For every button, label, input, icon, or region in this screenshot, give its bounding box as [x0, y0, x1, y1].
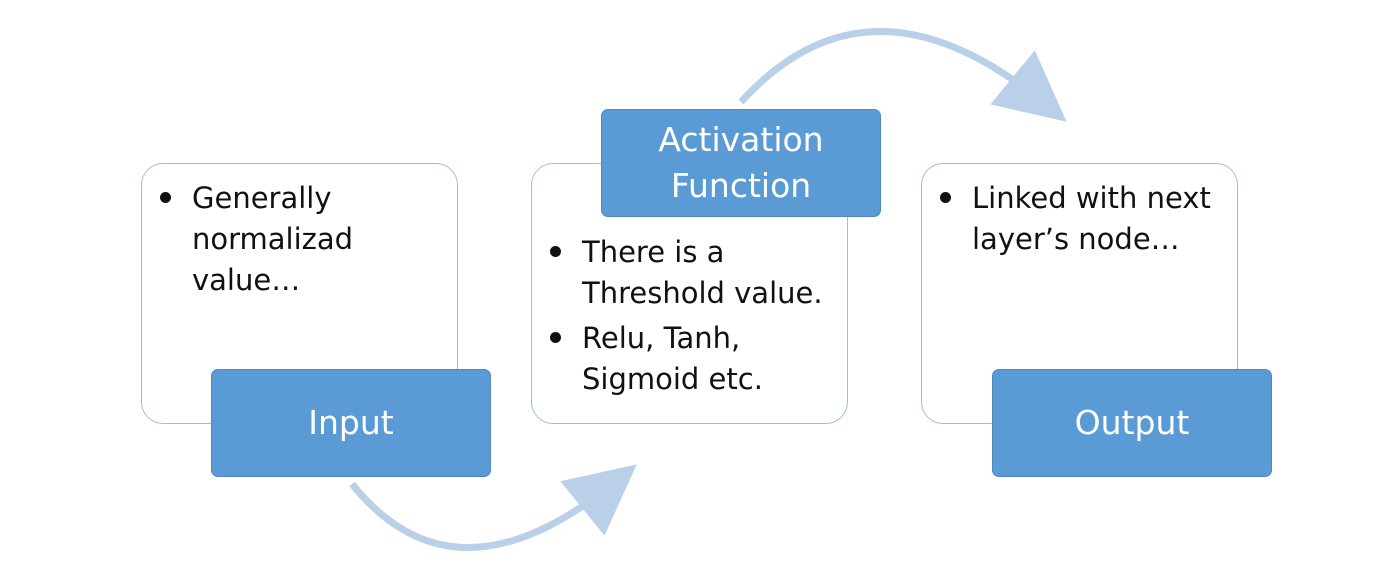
output-bullet-1: Linked with next layer’s node… — [928, 178, 1233, 260]
bullet-text: Linked with next layer’s node… — [972, 181, 1211, 256]
activation-title: Activation Function — [658, 120, 824, 205]
activation-bullet-1: There is a Threshold value. — [538, 232, 843, 314]
bullet-dot-icon — [550, 332, 561, 343]
bullet-dot-icon — [550, 246, 561, 257]
activation-title-box: Activation Function — [601, 109, 881, 217]
output-title: Output — [1074, 403, 1190, 442]
bullet-text: Relu, Tanh, Sigmoid etc. — [582, 321, 763, 396]
input-bullet-1: Generally normalizad value… — [148, 178, 448, 301]
bullet-text: There is a Threshold value. — [582, 235, 823, 310]
input-panel: Generally normalizad value… — [141, 163, 458, 424]
bullet-dot-icon — [940, 192, 951, 203]
input-title: Input — [308, 403, 394, 442]
output-title-box: Output — [992, 369, 1272, 477]
bullet-text: Generally normalizad value… — [192, 181, 354, 297]
input-title-box: Input — [211, 369, 491, 477]
arrow-input-to-activation — [349, 464, 637, 551]
activation-bullet-2: Relu, Tanh, Sigmoid etc. — [538, 318, 843, 400]
bullet-dot-icon — [160, 192, 171, 203]
arrow-activation-to-output — [738, 28, 1067, 122]
activation-panel: There is a Threshold value. Relu, Tanh, … — [531, 163, 848, 424]
